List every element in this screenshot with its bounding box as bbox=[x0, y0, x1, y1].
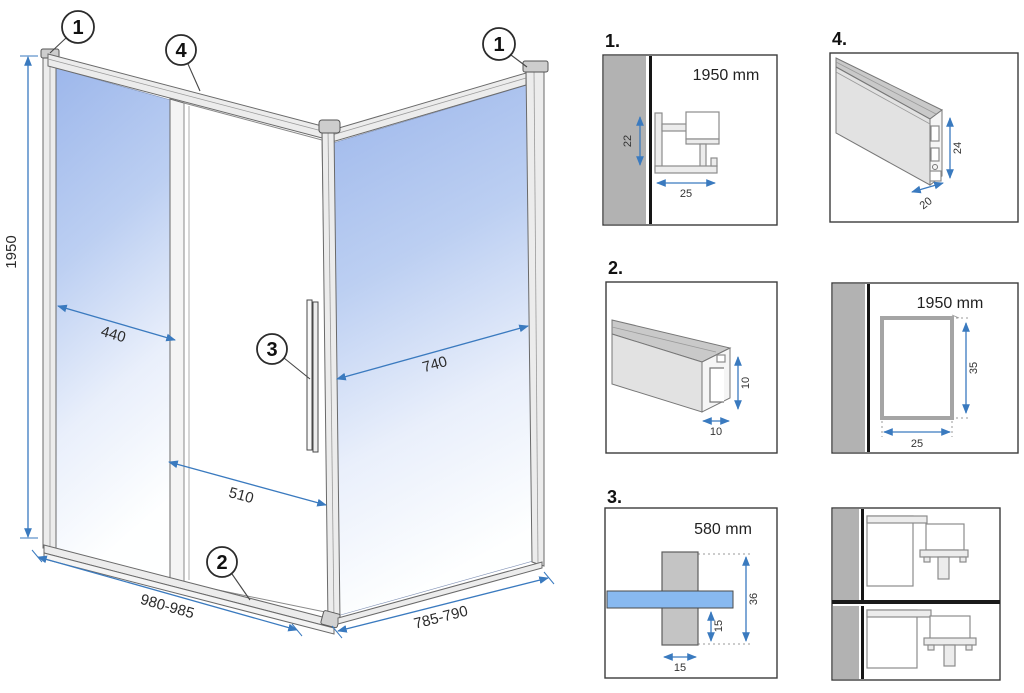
dimension-label: 740 bbox=[420, 353, 449, 376]
section-divider bbox=[832, 600, 1000, 604]
dimension-label: 510 bbox=[227, 484, 256, 507]
door-handle bbox=[306, 299, 319, 453]
left-wall-profile bbox=[42, 53, 57, 549]
callout-handle: 3 bbox=[256, 333, 311, 380]
profile-length-label: 1950 mm bbox=[917, 295, 984, 312]
callout-number: 3 bbox=[266, 339, 277, 361]
detail-dim-width: 25 bbox=[883, 428, 951, 450]
detail-handle: 3. 580 mm 36 15 15 bbox=[604, 487, 778, 679]
wall-line-upper bbox=[861, 509, 864, 600]
profile-length-label: 1950 mm bbox=[693, 67, 760, 84]
dimension-label: 440 bbox=[99, 323, 128, 346]
right-side-glass-panel bbox=[332, 84, 534, 617]
dimension-label: 36 bbox=[748, 593, 760, 605]
dimension-label: 25 bbox=[680, 188, 692, 200]
detail-bottom-guide: 2. 10 10 bbox=[605, 258, 778, 454]
dimension-label: 35 bbox=[968, 362, 980, 374]
detail-dim-width: 10 bbox=[702, 417, 730, 438]
detail-top-rail: 4. 24 20 bbox=[829, 29, 1019, 223]
detail-dim-height: 35 bbox=[962, 322, 980, 414]
wall-hatch bbox=[833, 284, 865, 452]
callout-wall-profile-left: 1 bbox=[49, 10, 95, 54]
dimension-label: 10 bbox=[710, 426, 722, 438]
wall-line bbox=[649, 56, 652, 224]
detail-dim-height: 10 bbox=[734, 356, 752, 410]
dimension-label: 15 bbox=[713, 620, 725, 632]
detail-dim-width: 25 bbox=[656, 179, 716, 200]
dimension-door-510: 510 bbox=[168, 460, 327, 507]
corner-profile-upper bbox=[866, 515, 969, 587]
detail-dim-height: 24 bbox=[946, 117, 964, 179]
corner-profile-lower bbox=[866, 609, 977, 669]
callout-number: 2 bbox=[216, 552, 227, 574]
dimension-label: 22 bbox=[622, 135, 634, 147]
handle-length-label: 580 mm bbox=[694, 521, 752, 538]
dimension-height-1950: 1950 bbox=[3, 55, 38, 539]
detail-dim-width: 20 bbox=[911, 181, 944, 212]
wall-hatch-upper bbox=[833, 509, 859, 600]
dimension-label: 1950 bbox=[3, 235, 20, 268]
callout-bottom-rail: 2 bbox=[206, 546, 251, 601]
dimension-fixed-panel-440: 440 bbox=[57, 304, 176, 346]
dimension-label: 24 bbox=[952, 142, 964, 154]
dimension-label: 10 bbox=[740, 377, 752, 389]
corner-post-cap bbox=[318, 119, 341, 134]
detail-dim-depth: 22 bbox=[622, 116, 644, 166]
right-wall-profile-line bbox=[533, 69, 539, 564]
detail-dim-width: 15 bbox=[663, 653, 697, 674]
glass-section-bar bbox=[606, 590, 734, 609]
bottom-guide-3d-section bbox=[611, 319, 732, 413]
side-wall-profile-section bbox=[880, 316, 954, 420]
wall-profile-section bbox=[654, 111, 720, 174]
dimension-label: 20 bbox=[918, 195, 935, 212]
right-wall-profile-cap bbox=[522, 60, 549, 73]
detail-side-wall-profile: 1950 mm 35 25 bbox=[831, 282, 1019, 454]
wall-hatch-lower bbox=[833, 606, 859, 679]
callout-number: 1 bbox=[493, 34, 504, 56]
wall-line-lower bbox=[861, 606, 864, 679]
detail-dim-below-glass: 15 bbox=[707, 611, 725, 642]
detail-label: 2. bbox=[608, 258, 623, 278]
dimension-side-panel-740: 740 bbox=[336, 324, 529, 381]
callout-wall-profile-right: 1 bbox=[482, 27, 528, 68]
detail-wall-profile: 1. 1950 mm 22 25 bbox=[602, 31, 778, 226]
detail-label: 1. bbox=[605, 31, 620, 51]
corner-post-line bbox=[327, 127, 335, 622]
fixed-panel-divider-profile bbox=[169, 98, 185, 584]
left-fixed-glass-panel bbox=[55, 67, 175, 580]
wall-line bbox=[867, 284, 870, 452]
top-rail-side-line bbox=[331, 77, 527, 136]
detail-corner-sections bbox=[831, 507, 1001, 681]
detail-label: 3. bbox=[607, 487, 622, 507]
dimension-label: 25 bbox=[911, 438, 923, 450]
dimension-label: 785-790 bbox=[412, 603, 470, 633]
top-rail-front-line bbox=[47, 58, 323, 132]
dimension-label: 15 bbox=[674, 662, 686, 674]
callout-top-rail: 4 bbox=[165, 34, 201, 92]
detail-label: 4. bbox=[832, 29, 847, 49]
callout-number: 1 bbox=[72, 17, 83, 39]
main-drawing: 1950 440 740 510 980-985 785-790 bbox=[3, 10, 555, 639]
top-rail-3d-section bbox=[835, 57, 943, 186]
callout-number: 4 bbox=[175, 40, 187, 62]
detail-dim-total-height: 36 bbox=[742, 556, 760, 642]
